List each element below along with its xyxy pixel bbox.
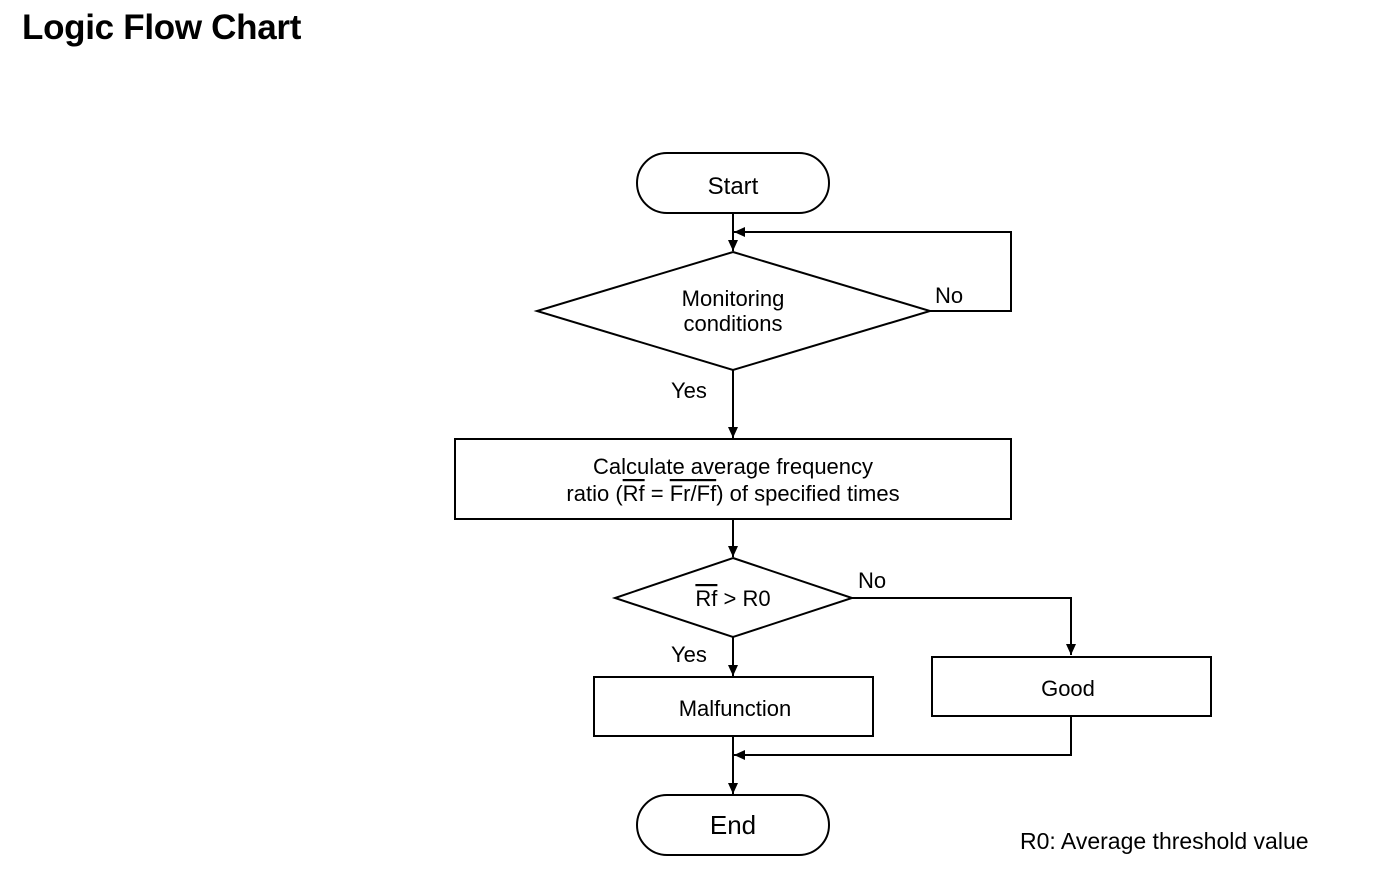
start-terminal: Start xyxy=(636,152,830,214)
compare-label: Rf > R0 xyxy=(695,586,770,611)
rf-bar-term: Rf xyxy=(623,481,646,506)
monitoring-conditions-decision: Monitoring conditions xyxy=(533,250,934,372)
end-label: End xyxy=(710,810,756,840)
good-label: Good xyxy=(1041,676,1095,701)
rf-bar-term-compare: Rf xyxy=(695,586,718,611)
compare-decision: Rf > R0 xyxy=(611,556,856,639)
monitoring-yes-label: Yes xyxy=(671,378,707,403)
calculate-label-line1: Calculate average frequency xyxy=(593,454,873,479)
malfunction-process: Malfunction xyxy=(593,676,874,737)
calculate-process: Calculate average frequency ratio (Rf = … xyxy=(454,438,1012,520)
compare-yes-label: Yes xyxy=(671,642,707,667)
malfunction-label: Malfunction xyxy=(679,696,792,721)
monitoring-no-label: No xyxy=(935,283,963,308)
start-label: Start xyxy=(708,173,759,200)
good-process: Good xyxy=(931,656,1212,717)
monitoring-label-line2: conditions xyxy=(683,311,782,336)
compare-no-label: No xyxy=(858,568,886,593)
arrow-compare-no-to-good xyxy=(852,597,1076,655)
fr-bar-term: Fr xyxy=(670,481,691,506)
ff-bar-term: Ff xyxy=(697,481,717,506)
page-title: Logic Flow Chart xyxy=(22,8,302,47)
calculate-label-line2: ratio (Rf = Fr/Ff) of specified times xyxy=(566,481,899,506)
threshold-note: R0: Average threshold value xyxy=(1020,828,1309,854)
end-terminal: End xyxy=(636,794,830,856)
arrow-good-to-merge xyxy=(734,716,1072,760)
arrow-monitoring-no-loop xyxy=(734,227,1012,312)
monitoring-label-line1: Monitoring xyxy=(682,286,785,311)
